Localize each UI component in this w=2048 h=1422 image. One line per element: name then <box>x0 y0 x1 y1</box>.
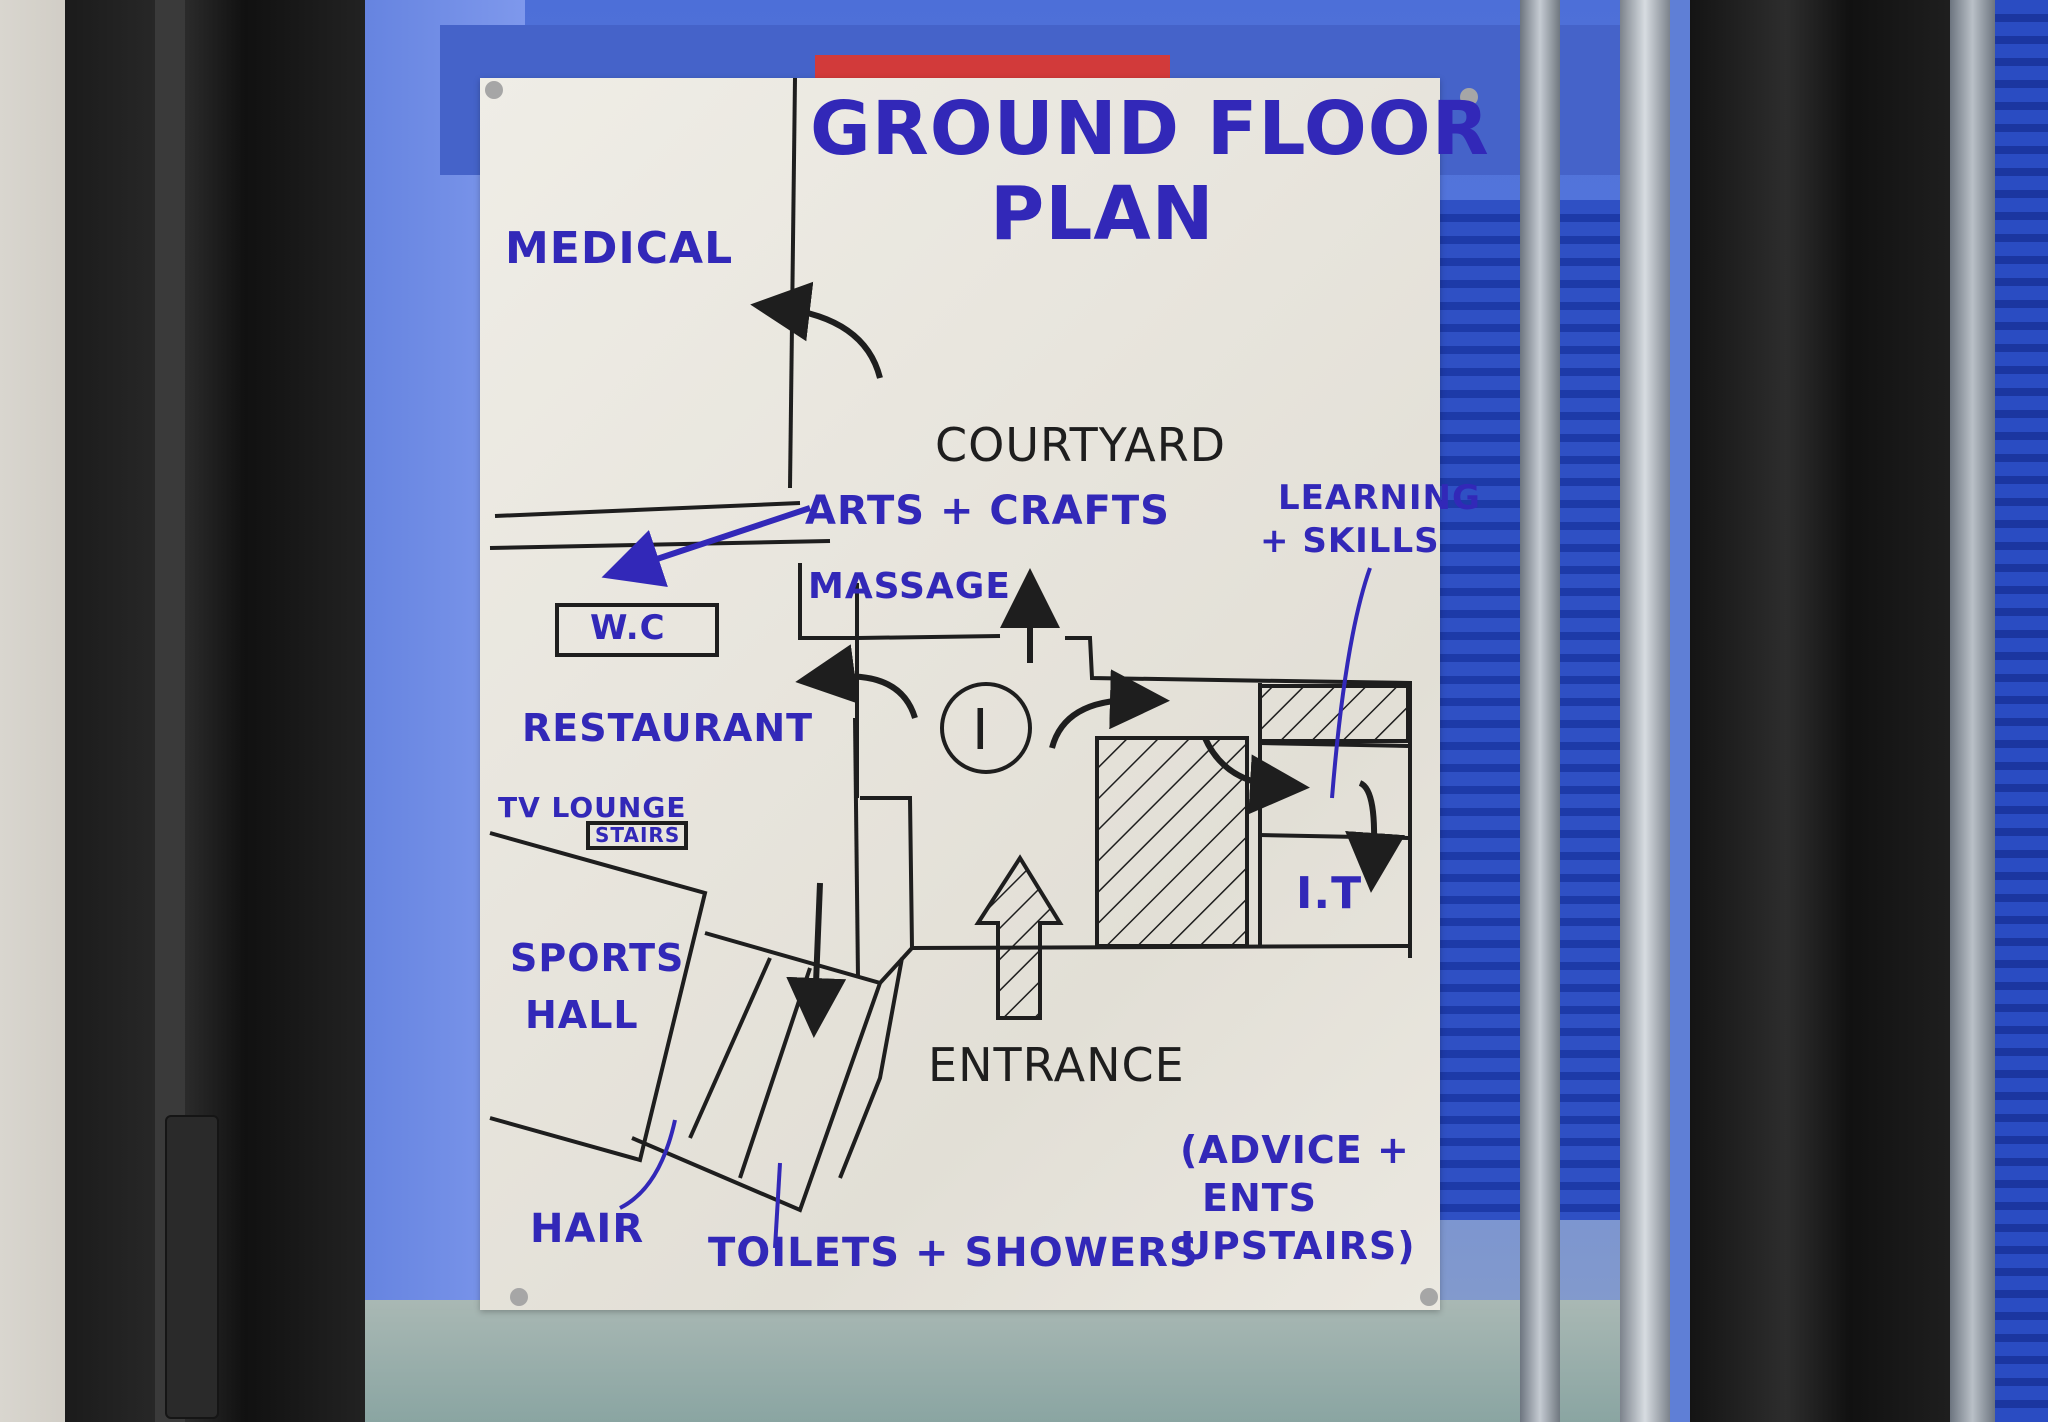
label-advice-line1: (ADVICE + <box>1180 1128 1410 1172</box>
label-it: I.T <box>1296 868 1363 919</box>
label-courtyard: COURTYARD <box>935 418 1227 472</box>
label-advice-line3: UPSTAIRS) <box>1180 1224 1416 1268</box>
label-sports: SPORTS <box>510 936 685 980</box>
pin <box>485 81 503 99</box>
label-massage: MASSAGE <box>808 566 1011 607</box>
poster-title-line2: PLAN <box>990 171 1215 257</box>
metal-pole <box>1620 0 1670 1422</box>
roller-shutter <box>1995 0 2048 1422</box>
label-learning: LEARNING <box>1278 478 1481 518</box>
label-entrance: ENTRANCE <box>928 1038 1185 1092</box>
label-medical: MEDICAL <box>505 223 734 274</box>
label-tv-lounge: TV LOUNGE <box>498 791 687 824</box>
label-hair: HAIR <box>530 1206 645 1252</box>
label-advice-line2: ENTS <box>1202 1176 1318 1220</box>
label-restaurant: RESTAURANT <box>522 706 814 750</box>
pin <box>1460 88 1478 106</box>
metal-pole <box>1950 0 1995 1422</box>
door-hinge <box>165 1115 219 1419</box>
info-point-icon: I <box>972 698 990 763</box>
pin <box>1420 1288 1438 1306</box>
label-hall: HALL <box>525 993 639 1037</box>
label-toilets-showers: TOILETS + SHOWERS <box>708 1230 1199 1276</box>
floor-plan-drawing <box>489 78 1412 1249</box>
label-stairs: STAIRS <box>595 823 681 847</box>
label-wc: W.C <box>590 608 666 648</box>
floor-plan-poster: GROUND FLOOR PLAN MEDICAL COURTYARD ARTS… <box>480 78 1489 1310</box>
floor <box>365 1300 1665 1422</box>
label-arts-crafts: ARTS + CRAFTS <box>805 488 1170 534</box>
poster-title: GROUND FLOOR <box>810 86 1490 172</box>
metal-pole <box>1520 0 1560 1422</box>
label-skills: + SKILLS <box>1260 521 1440 561</box>
pin <box>510 1288 528 1306</box>
